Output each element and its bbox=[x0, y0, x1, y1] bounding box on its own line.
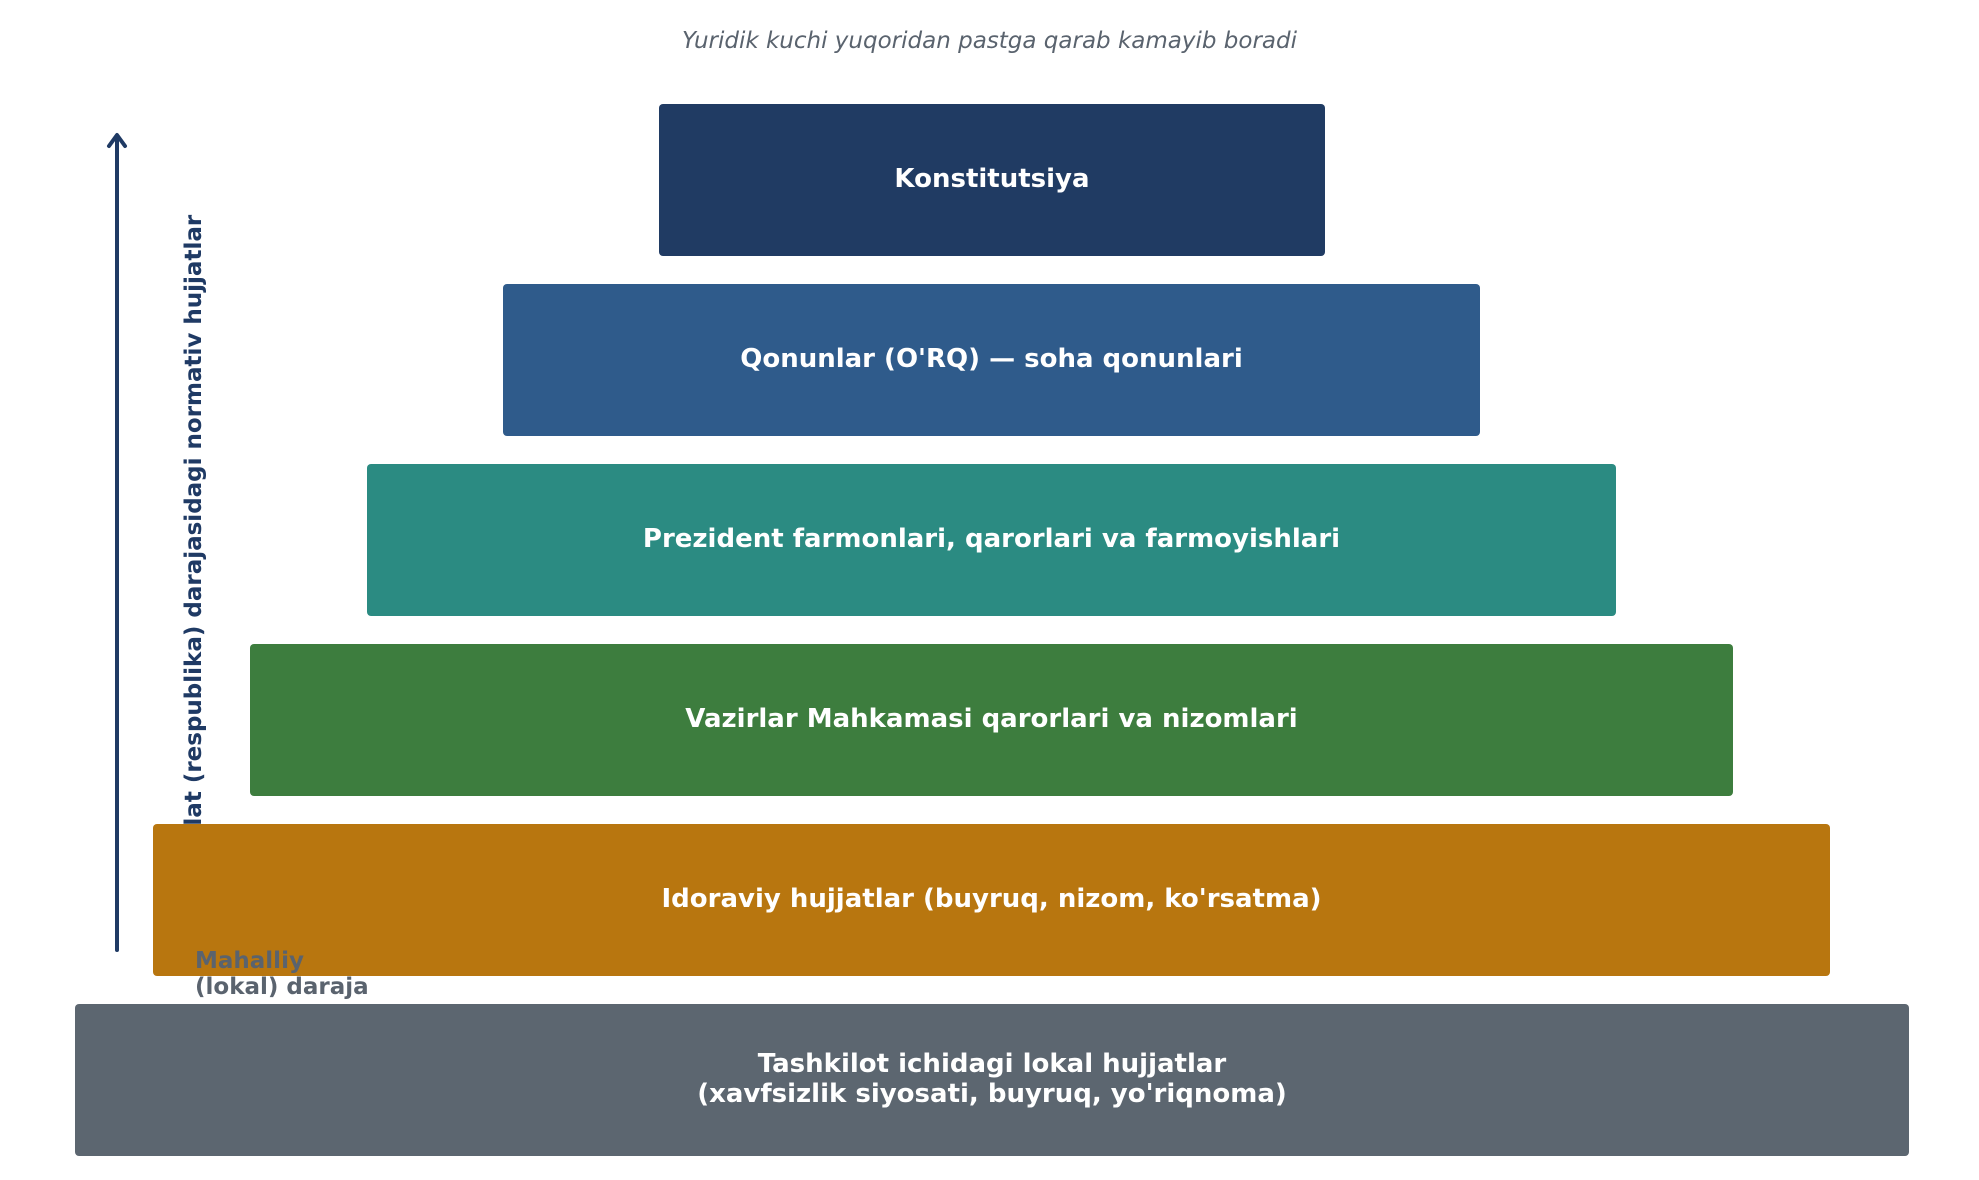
pyramid-level-label: Prezident farmonlari, qarorlari va farmo… bbox=[642, 524, 1341, 555]
pyramid-level-label: Idoraviy hujjatlar (buyruq, nizom, ko'rs… bbox=[661, 884, 1322, 915]
pyramid-level-local-documents: Tashkilot ichidagi lokal hujjatlar (xavf… bbox=[75, 1004, 1909, 1156]
pyramid-level-label: Qonunlar (O'RQ) — soha qonunlari bbox=[740, 344, 1243, 375]
pyramid-level-cabinet-resolutions: Vazirlar Mahkamasi qarorlari va nizomlar… bbox=[250, 644, 1733, 796]
pyramid-level-label: Konstitutsiya bbox=[894, 164, 1090, 195]
local-level-label: Mahalliy (lokal) daraja bbox=[195, 948, 369, 1001]
pyramid-level-departmental-documents: Idoraviy hujjatlar (buyruq, nizom, ko'rs… bbox=[153, 824, 1830, 976]
pyramid-level-label: Tashkilot ichidagi lokal hujjatlar (xavf… bbox=[697, 1049, 1287, 1109]
pyramid-level-presidential-decrees: Prezident farmonlari, qarorlari va farmo… bbox=[367, 464, 1616, 616]
pyramid-level-label: Vazirlar Mahkamasi qarorlari va nizomlar… bbox=[685, 704, 1298, 735]
state-level-axis-label: Davlat (respublika) darajasidagi normati… bbox=[181, 214, 207, 876]
pyramid-level-laws: Qonunlar (O'RQ) — soha qonunlari bbox=[503, 284, 1480, 436]
arrow-up-icon bbox=[107, 133, 127, 952]
pyramid-level-constitution: Konstitutsiya bbox=[659, 104, 1325, 256]
diagram-caption: Yuridik kuchi yuqoridan pastga qarab kam… bbox=[682, 28, 1297, 54]
